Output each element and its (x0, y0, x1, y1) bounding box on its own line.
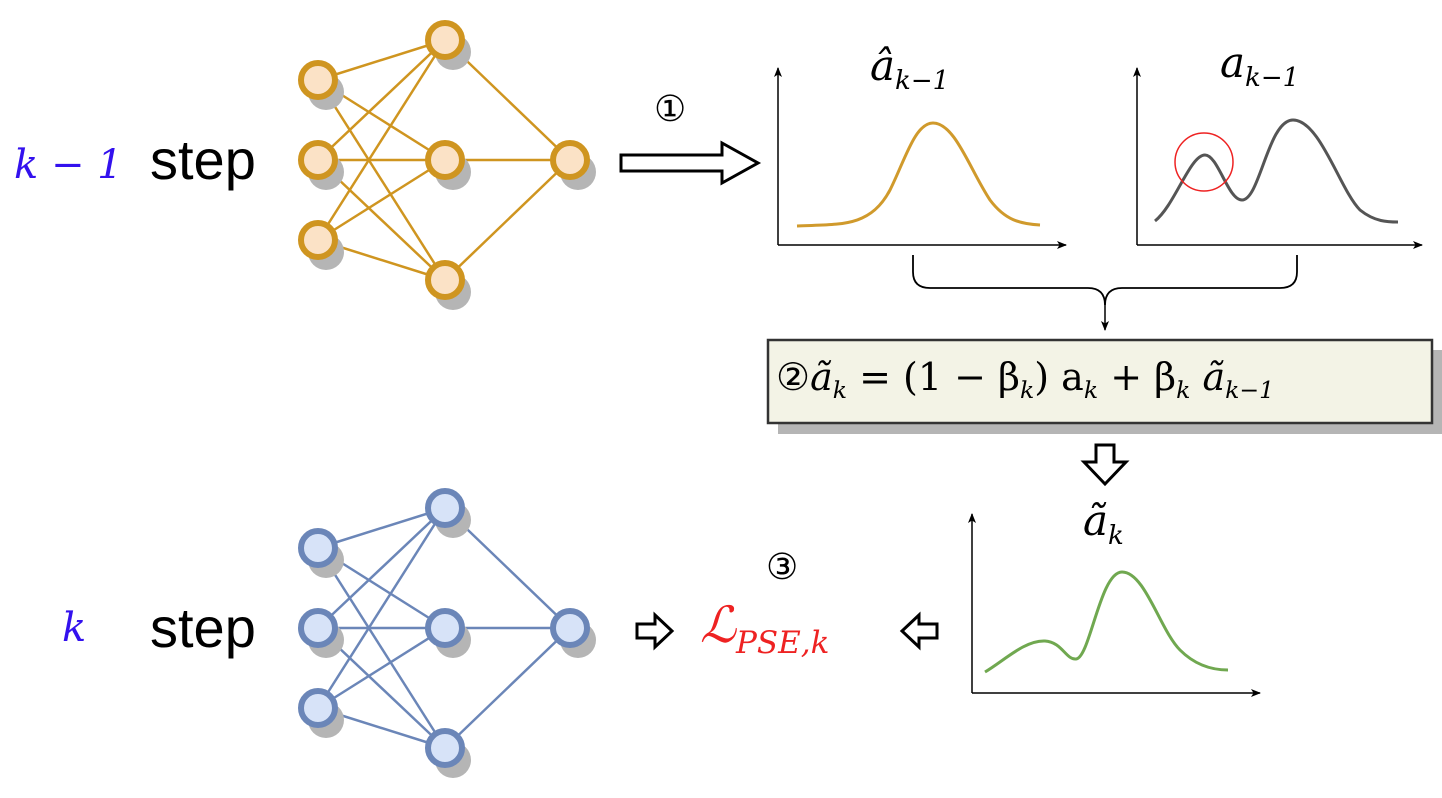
formula-part: = (1 − β (847, 355, 1020, 399)
network-edge (316, 547, 447, 749)
formula-sub: k (1176, 376, 1191, 405)
network-node (298, 220, 338, 260)
network-node (425, 608, 465, 648)
prev-step-index: k − 1 (14, 142, 123, 188)
smoothed-plot (968, 513, 1261, 697)
target-title: ak−1 (1220, 42, 1300, 94)
network-node (298, 60, 338, 100)
loss-sub: PSE,k (736, 624, 830, 661)
network-edge (444, 627, 571, 749)
network-edge (317, 626, 446, 710)
network-node (425, 728, 465, 768)
target-plot (1133, 67, 1423, 249)
prev-output-plot (774, 67, 1067, 249)
title-sub: k (1108, 521, 1124, 552)
network-node (550, 608, 590, 648)
formula-sub: k (1019, 376, 1035, 405)
network-node (425, 20, 465, 60)
step-marker-3: ③ (766, 547, 799, 588)
network-node (298, 140, 338, 180)
formula-lhs: ã (810, 355, 833, 399)
network-edge (317, 507, 446, 629)
prev-output-title: âk−1 (870, 45, 950, 97)
network-node (298, 608, 338, 648)
network-edge (316, 79, 447, 281)
hollow-right-arrow-icon (619, 140, 762, 186)
title-base: â (870, 41, 896, 90)
small-left-arrow-icon (899, 611, 939, 651)
network-edge (317, 39, 446, 161)
network-edge (317, 506, 446, 550)
network-node (425, 140, 465, 180)
cur-step-index: k (62, 605, 87, 651)
prev-step-label: step (150, 128, 256, 191)
formula-part: + β (1098, 355, 1177, 399)
loss-symbol: ℒ (700, 596, 737, 654)
update-formula: ②ãk = (1 − βk) ak + βk ãk−1 (776, 358, 1274, 403)
prev-output-curve (796, 121, 1041, 228)
formula-box (766, 338, 1434, 425)
step-marker-1: ① (654, 89, 687, 130)
title-sub: k−1 (895, 66, 950, 97)
title-base: a (1220, 38, 1246, 87)
network-node (425, 488, 465, 528)
formula-sub: k−1 (1225, 376, 1275, 405)
formula-part: ) a (1034, 355, 1084, 399)
network-edge (444, 159, 571, 281)
current-step-network (298, 488, 596, 778)
network-node (425, 260, 465, 300)
network-edge (317, 158, 446, 242)
merge-brace (912, 255, 1298, 306)
title-base: ã (1083, 496, 1109, 545)
pse-loss: ℒPSE,k (700, 600, 829, 659)
smoothed-title: ãk (1083, 500, 1124, 552)
hollow-down-arrow-icon (1080, 443, 1130, 487)
network-edge (317, 38, 446, 82)
previous-step-network (298, 20, 596, 310)
highlight-circle (1174, 132, 1234, 192)
smoothed-curve (984, 570, 1229, 674)
formula-part: ã (1190, 355, 1226, 399)
network-node (298, 528, 338, 568)
formula-sub: k (1083, 376, 1099, 405)
network-node (550, 140, 590, 180)
target-curve (1154, 118, 1399, 224)
formula-sub: k (832, 376, 848, 405)
network-edge (316, 39, 447, 241)
small-right-arrow-icon (635, 611, 675, 651)
step-marker-2: ② (776, 355, 811, 399)
cur-step-label: step (150, 596, 256, 659)
network-edge (316, 507, 447, 709)
network-node (298, 688, 338, 728)
title-sub: k−1 (1245, 63, 1300, 94)
